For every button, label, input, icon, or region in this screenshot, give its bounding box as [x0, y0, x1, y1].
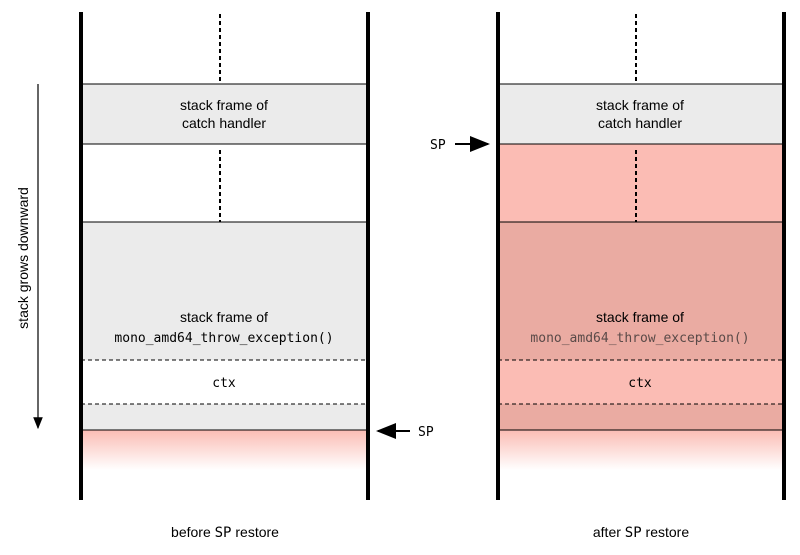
free-area-fade [498, 430, 784, 470]
growth-direction: stack grows downward [15, 84, 43, 430]
ctx-region [81, 360, 368, 404]
caption-before: before SP restore [171, 524, 279, 541]
stack-before: stack frame of catch handler stack frame… [79, 12, 434, 541]
ctx-label: ctx [212, 376, 236, 391]
frame-tail [81, 404, 368, 430]
catch-frame-label-2: catch handler [598, 115, 682, 131]
discarded-region [498, 144, 784, 222]
throw-frame-label-1: stack frame of [596, 309, 684, 325]
catch-frame-label-1: stack frame of [180, 97, 268, 113]
sp-label: SP [430, 138, 446, 153]
throw-frame-func: mono_amd64_throw_exception() [530, 331, 749, 346]
stack-after: stack frame of catch handler stack frame… [430, 12, 786, 541]
catch-frame-label-2: catch handler [182, 115, 266, 131]
catch-frame-label-1: stack frame of [596, 97, 684, 113]
free-area-fade [81, 430, 368, 470]
ctx-region [498, 360, 784, 404]
throw-frame-label-1: stack frame of [180, 309, 268, 325]
catch-handler-frame [498, 84, 784, 144]
ctx-label: ctx [628, 376, 652, 391]
throw-frame-func: mono_amd64_throw_exception() [114, 331, 333, 346]
throw-exception-frame [498, 222, 784, 360]
growth-direction-label: stack grows downward [15, 187, 31, 329]
catch-handler-frame [81, 84, 368, 144]
caption-after: after SP restore [593, 524, 689, 541]
throw-exception-frame [81, 222, 368, 360]
sp-label: SP [418, 425, 434, 440]
frame-tail [498, 404, 784, 430]
